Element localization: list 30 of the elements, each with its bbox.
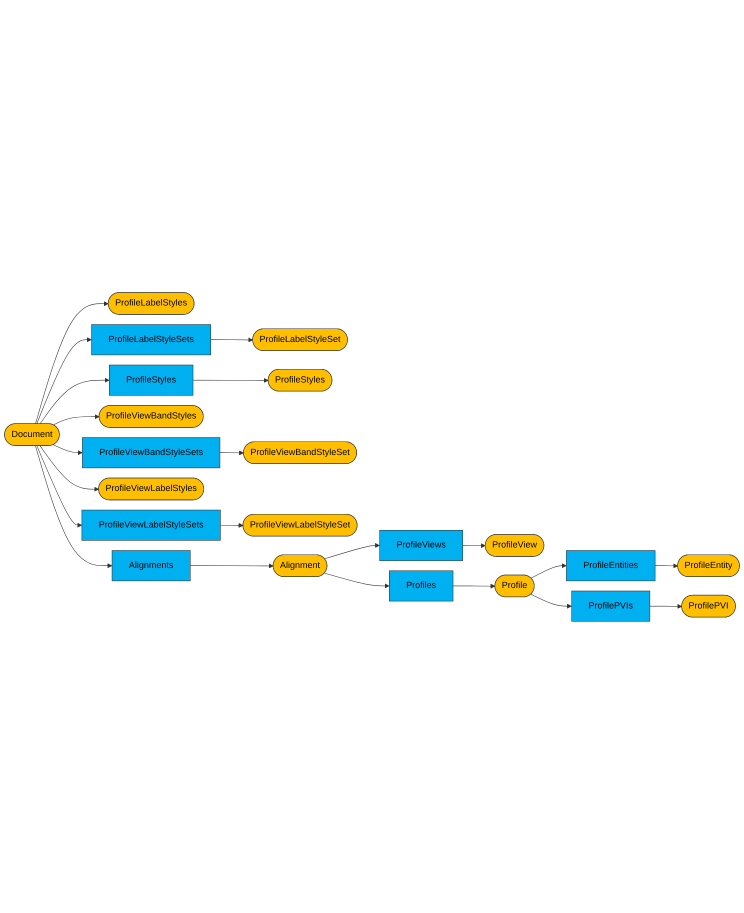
arrow [192, 378, 269, 382]
node-box: ProfileLabelStyleSets [91, 324, 212, 355]
arrow [40, 377, 110, 424]
arrow [36, 445, 82, 528]
node-box: ProfileViewBandStyleSets [82, 436, 220, 468]
arrow [53, 444, 83, 455]
node-box: ProfileStyles [109, 364, 194, 396]
arrow [324, 572, 390, 588]
arrow [650, 603, 682, 608]
arrow [35, 300, 109, 424]
arrow [530, 594, 572, 608]
arrow [220, 450, 244, 455]
arrow [53, 414, 100, 425]
arrow [190, 563, 274, 568]
arrow [40, 445, 100, 492]
node-box: ProfilePVIs [571, 590, 650, 622]
arrow [220, 522, 244, 528]
node-box: Profiles [389, 570, 454, 601]
node-box: ProfileViews [379, 530, 463, 560]
arrow [210, 337, 254, 342]
arrow [324, 542, 380, 559]
node-box: Alignments [112, 550, 191, 581]
arrow [35, 445, 112, 568]
arrow [36, 336, 92, 424]
arrow [462, 542, 486, 548]
node-box: ProfileEntities [566, 550, 656, 581]
arrow [530, 562, 567, 578]
arrow [654, 562, 678, 568]
node-box: ProfileViewLabelStyleSets [82, 509, 221, 540]
arrow [452, 583, 496, 588]
